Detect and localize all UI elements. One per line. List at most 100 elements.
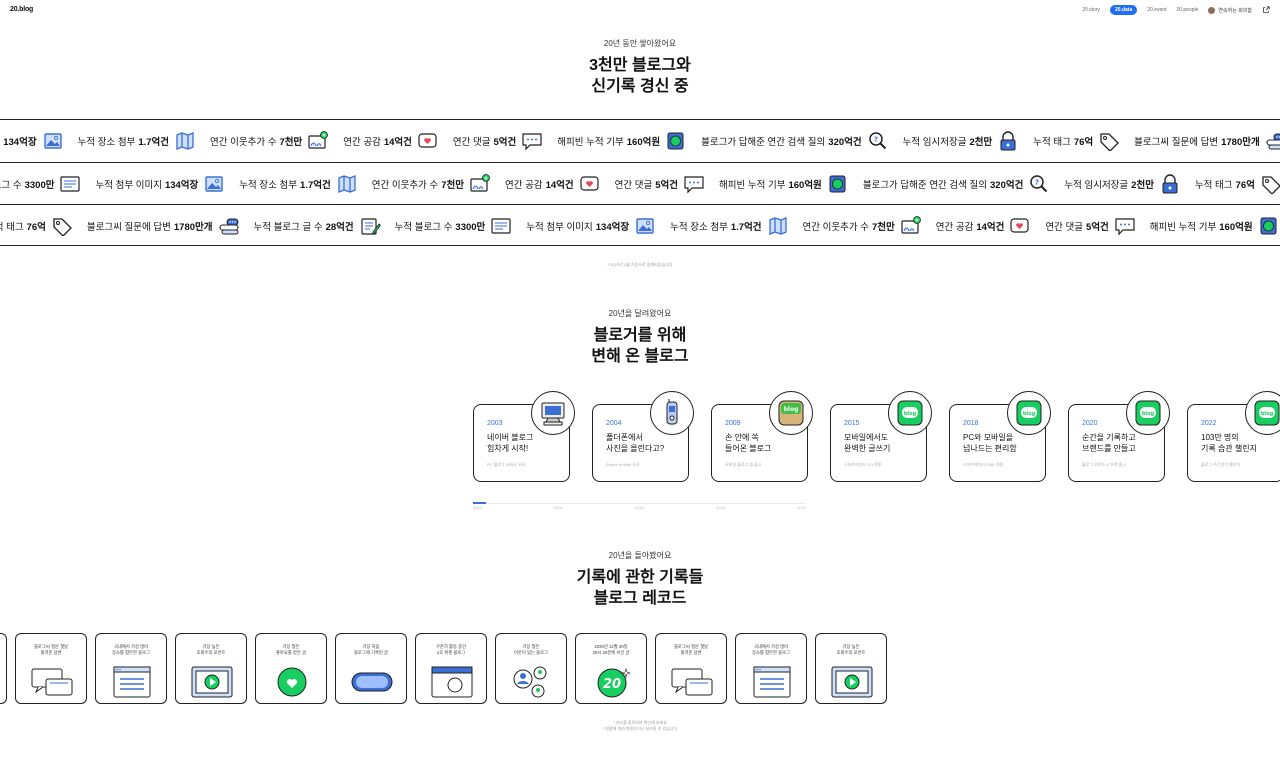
- stat-value: 134억장: [164, 179, 199, 191]
- timeline-tick[interactable]: 2003: [473, 505, 482, 510]
- tag-icon: [1100, 132, 1120, 151]
- lock-icon: [1162, 173, 1178, 193]
- timeline-badge: blog: [888, 391, 932, 435]
- nav-item-people[interactable]: 20.people: [1176, 7, 1199, 13]
- timeline-tick[interactable]: 2015: [635, 505, 644, 510]
- record-card[interactable]: [0, 633, 7, 704]
- stat-value: 7천만: [279, 136, 303, 148]
- stat-label: 누적 첨부 이미지: [526, 221, 593, 233]
- write-icon: [361, 217, 381, 235]
- timeline-subtitle: 블로그 주간일기 챌린지: [1201, 462, 1241, 467]
- record-card[interactable]: 가장 높은 조회수의 모먼트: [815, 633, 887, 704]
- stat-value: 76억: [1235, 179, 1255, 191]
- stat-value: 5억건: [655, 179, 678, 191]
- record-title: 가장 많은 이웃이 있는 블로그: [513, 644, 548, 655]
- stat-label: 블로그가 답해준 연간 검색 질의: [862, 179, 987, 191]
- stat-value: 1.7억건: [138, 136, 169, 148]
- blog-app-2020-icon: blog: [1135, 400, 1161, 426]
- record-card[interactable]: 블로그씨 질문 챗날 올려준 답변: [655, 633, 727, 704]
- records-note-2: * 현황에 따라 변동되거나 달라질 수 있습니다: [602, 726, 678, 731]
- record-card[interactable]: 가장 높은 조회수의 모먼트: [175, 633, 247, 704]
- stat-value: 320억건: [828, 136, 862, 148]
- document-icon: [491, 217, 511, 234]
- record-card[interactable]: 꾸준히 활동 중인 1호 위젯 블로그: [415, 633, 487, 704]
- stat-value: 5억건: [1086, 221, 1109, 233]
- stat-label: 누적 태그: [1194, 179, 1233, 191]
- history-title: 블로거를 위해 변해 온 블로그: [0, 325, 1280, 367]
- nav-item-story[interactable]: 20.story: [1082, 7, 1101, 13]
- records-title: 기록에 관한 기록들 블로그 레코드: [0, 567, 1280, 609]
- timeline-year: 2003: [487, 420, 503, 427]
- stat-label: 해피빈 누적 기부: [719, 179, 786, 191]
- user-menu[interactable]: 연속하는 회의합: [1208, 6, 1252, 14]
- stats-footnote: * 2023년 1월 기준으로 집계되었습니다: [607, 262, 673, 267]
- map-icon: [338, 174, 356, 193]
- nav-item-event[interactable]: 20.event: [1147, 7, 1167, 13]
- timeline-progress-bar[interactable]: [473, 502, 806, 504]
- search-icon: ?: [1030, 174, 1048, 192]
- heart-icon: [1010, 217, 1030, 233]
- nav-item-data[interactable]: 20.data: [1110, 5, 1138, 15]
- map-icon: [768, 216, 787, 235]
- stat-label: 블로그씨 질문에 답변: [86, 221, 171, 233]
- stat-label: 연간 이웃추가 수: [802, 221, 869, 233]
- video-icon: [831, 666, 873, 698]
- timeline-tick[interactable]: 2022: [797, 505, 806, 510]
- timeline-tick[interactable]: 2018: [716, 505, 725, 510]
- pill-icon: [351, 672, 393, 692]
- records-eyebrow: 20년을 돌아봤어요: [608, 551, 672, 560]
- history-eyebrow: 20년을 달려왔어요: [608, 309, 672, 318]
- timeline-tick[interactable]: 2009: [554, 505, 563, 510]
- record-card[interactable]: 가장 많은 좋아요를 받은 글: [255, 633, 327, 704]
- records-footnote: * 카드를 클릭하여 확인해 보세요 * 현황에 따라 변동되거나 달라질 수 …: [0, 720, 1280, 732]
- heart-icon: [418, 132, 437, 148]
- stat-value: 14억건: [545, 179, 574, 191]
- svg-text:blog: blog: [1261, 411, 1274, 417]
- record-card[interactable]: 국내에서 가장 많이 장소를 첨부한 블로그: [735, 633, 807, 704]
- timeline-badge: blog: [1007, 391, 1051, 435]
- timeline-ticks: 2003 2009 2015 2018 2022: [473, 505, 806, 510]
- comment-icon: [522, 132, 542, 150]
- neighbor-icon: [470, 173, 490, 192]
- stat-label: 해피빈 누적 기부: [1149, 221, 1217, 233]
- record-card[interactable]: 가장 많은 이웃이 있는 블로그: [495, 633, 567, 704]
- stat-label: 연간 이웃추가 수: [210, 136, 277, 148]
- record-card[interactable]: 블로그씨 질문 챗날 올려준 답변: [15, 633, 87, 704]
- stat-value: 1780만개: [1221, 136, 1260, 148]
- record-card[interactable]: 가장 처음 블로그에 기록된 글: [335, 633, 407, 704]
- timeline-title: 순간을 기록하고 브랜드를 만들고: [1082, 433, 1136, 453]
- tag-icon: [53, 217, 72, 236]
- site-logo[interactable]: 20.blog: [10, 6, 34, 13]
- stat-label: 블로그가 답해준 연간 검색 질의: [701, 136, 826, 148]
- record-card[interactable]: 국내에서 가장 많이 장소를 첨부한 블로그: [95, 633, 167, 704]
- timeline-subtitle: PC 블로그 서비스 오픈: [487, 462, 526, 467]
- external-link-icon[interactable]: [1262, 6, 1270, 14]
- stat-value: 2천만: [969, 136, 993, 148]
- search-icon: ?: [868, 131, 886, 149]
